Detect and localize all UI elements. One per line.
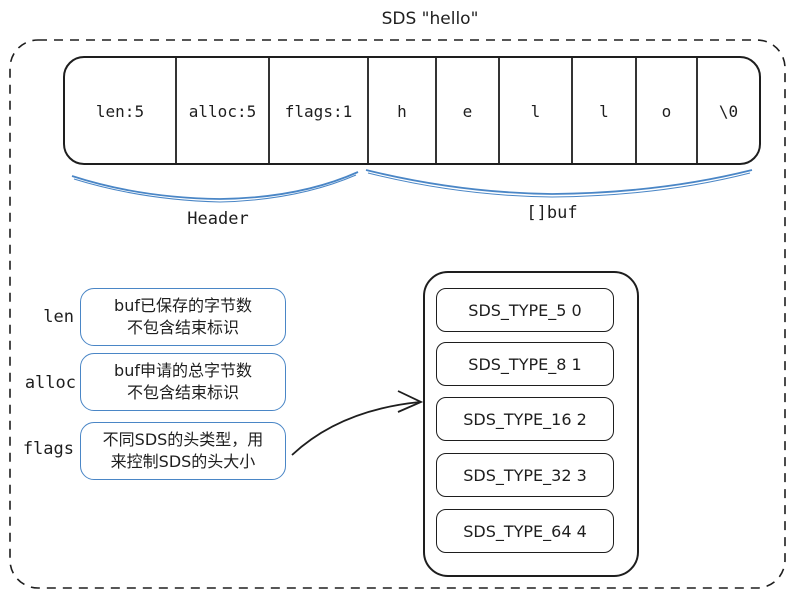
field-label-len: len	[43, 307, 74, 327]
note-alloc-line2: 不包含结束标识	[126, 383, 239, 402]
memory-strip	[63, 56, 761, 165]
header-brace	[71, 171, 359, 200]
type-item-5: SDS_TYPE_5 0	[436, 288, 614, 332]
diagram-title: SDS "hello"	[381, 9, 479, 29]
cell-char-o: o	[661, 101, 672, 121]
note-flags-line2: 来控制SDS的头大小	[110, 452, 256, 471]
flags-arrow	[291, 401, 421, 456]
field-label-flags: flags	[22, 439, 74, 459]
note-alloc-line1: buf申请的总字节数	[114, 361, 252, 380]
note-len-line2: 不包含结束标识	[126, 318, 239, 337]
buf-brace	[365, 169, 753, 195]
note-len-line1: buf已保存的字节数	[114, 296, 252, 315]
cell-char-l1: l	[530, 101, 541, 121]
type-item-64: SDS_TYPE_64 4	[436, 509, 614, 553]
note-alloc: buf申请的总字节数 不包含结束标识	[80, 353, 286, 411]
cell-char-h: h	[397, 101, 407, 121]
arrow-head	[397, 390, 424, 413]
cell-alloc: alloc:5	[188, 101, 257, 121]
field-label-alloc: alloc	[24, 373, 76, 393]
cell-char-l2: l	[599, 101, 609, 121]
type-item-32: SDS_TYPE_32 3	[436, 453, 614, 497]
type-item-8: SDS_TYPE_8 1	[436, 342, 614, 386]
buf-label: []buf	[526, 203, 578, 223]
cell-terminator: \0	[718, 101, 739, 121]
outer-dashed-frame	[9, 39, 786, 589]
cell-len: len:5	[95, 101, 145, 121]
cell-flags: flags:1	[284, 101, 353, 121]
note-len: buf已保存的字节数 不包含结束标识	[80, 288, 286, 346]
types-container	[423, 271, 639, 577]
type-item-16: SDS_TYPE_16 2	[436, 397, 614, 441]
note-flags-line1: 不同SDS的头类型，用	[102, 430, 264, 449]
note-flags: 不同SDS的头类型，用 来控制SDS的头大小	[80, 422, 286, 480]
header-label: Header	[187, 209, 249, 229]
cell-char-e: e	[462, 101, 473, 121]
cell-dividers	[175, 58, 698, 163]
